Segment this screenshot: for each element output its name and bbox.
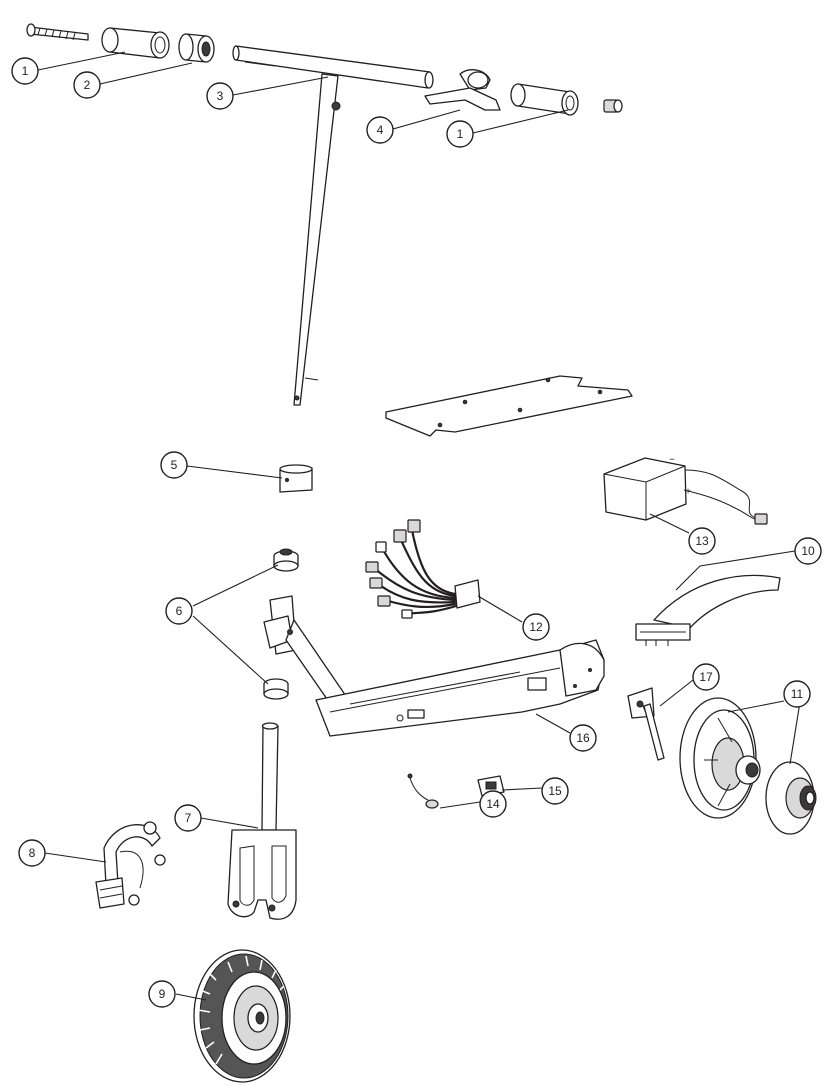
handlebar-bolt-part: [26, 23, 89, 41]
main-frame-part: [263, 595, 605, 737]
power-switch-part: [477, 775, 505, 797]
deck-plate-part: [385, 375, 633, 437]
callout-number: 4: [377, 123, 384, 137]
callout-number: 16: [576, 731, 590, 745]
callout-number: 14: [486, 797, 500, 811]
front-wheel-part: [193, 949, 291, 1083]
callout-number: 11: [791, 687, 804, 701]
callout-number: 12: [529, 620, 543, 634]
callout-number: 6: [176, 604, 183, 618]
throttle-part: [178, 33, 215, 63]
callout-10: 10: [794, 537, 822, 565]
kickstand-part: [627, 687, 665, 761]
left-grip-part: [101, 27, 170, 59]
callout-number: 5: [171, 458, 178, 472]
battery-minus-mark: −: [669, 455, 675, 466]
callout-5: 5: [160, 451, 188, 479]
callout-number: 15: [548, 784, 562, 798]
callout-17: 17: [692, 663, 720, 691]
callout-4: 4: [366, 116, 394, 144]
callout-number: 1: [457, 127, 464, 141]
callout-1a: 1: [11, 57, 39, 85]
rear-brake-disc-part: [765, 761, 817, 835]
callout-8: 8: [18, 839, 46, 867]
callout-number: 17: [699, 670, 713, 684]
callout-1b: 1: [446, 120, 474, 148]
callout-number: 2: [84, 78, 91, 92]
wiring-harness-part: [365, 519, 481, 619]
handlebar-stem-part: [232, 45, 434, 406]
brake-lever-part: [424, 69, 501, 111]
headset-top-bearing-part: [273, 548, 299, 572]
callout-12: 12: [522, 613, 550, 641]
rear-fender-part: [635, 574, 781, 646]
callout-number: 7: [185, 811, 192, 825]
callout-11: 11: [783, 680, 811, 708]
callout-number: 8: [29, 846, 36, 860]
rear-hub-motor-wheel-part: [679, 697, 761, 819]
callout-7: 7: [174, 804, 202, 832]
callout-15: 15: [541, 777, 569, 805]
callout-number: 10: [801, 544, 815, 558]
headset-bottom-bearing-part: [263, 678, 289, 700]
callout-2: 2: [73, 71, 101, 99]
callout-6: 6: [165, 597, 193, 625]
front-brake-caliper-part: [95, 821, 166, 909]
callout-number: 13: [695, 534, 709, 548]
battery-plus-mark: +: [685, 487, 691, 498]
callout-14: 14: [479, 790, 507, 818]
leader-lines: [37, 51, 801, 1001]
right-grip-part: [510, 83, 579, 116]
callout-number: 9: [159, 987, 166, 1001]
callout-9: 9: [148, 980, 176, 1008]
callout-3: 3: [206, 82, 234, 110]
callout-number: 1: [22, 64, 29, 78]
battery-pack-part: − +: [603, 455, 768, 525]
bar-end-cap-part: [603, 99, 623, 113]
clamp-collar-part: [279, 464, 313, 493]
callout-13: 13: [688, 527, 716, 555]
callout-number: 3: [217, 89, 224, 103]
front-fork-part: [227, 722, 297, 920]
speed-sensor-part: [407, 773, 439, 809]
callout-16: 16: [569, 724, 597, 752]
